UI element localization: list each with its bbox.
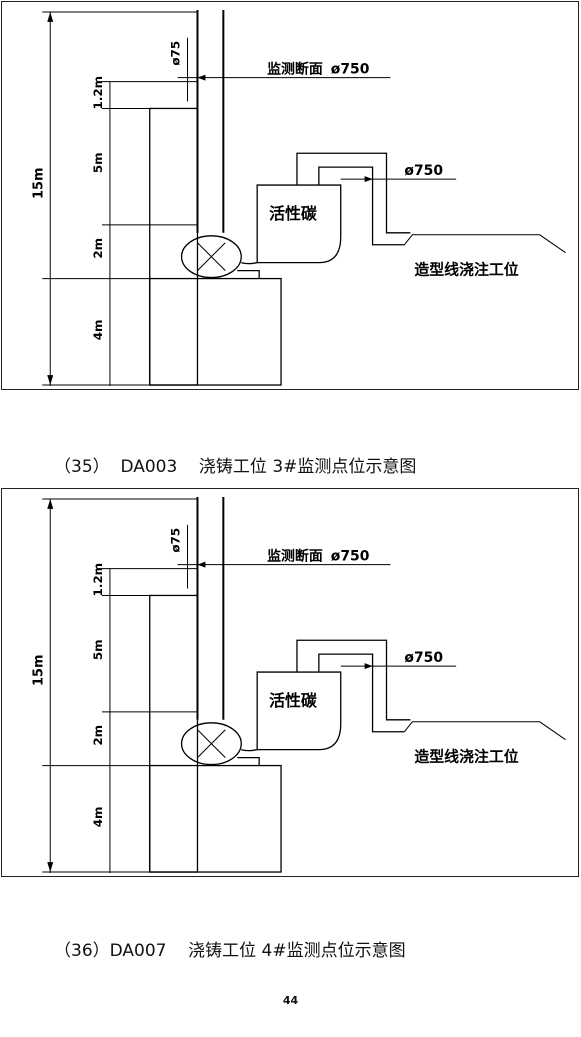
fan-icon bbox=[180, 235, 242, 279]
fan-icon bbox=[180, 722, 242, 766]
arrow-icon bbox=[364, 176, 373, 183]
activated-carbon-box bbox=[256, 671, 342, 751]
section-label: 监测断面 bbox=[267, 548, 323, 565]
fan-cross bbox=[197, 729, 226, 758]
dim-d4: 4m bbox=[91, 320, 105, 341]
foundation-block bbox=[149, 277, 282, 386]
fan-outlet-duct bbox=[237, 269, 260, 279]
figure-caption-2: （36）DA007 浇铸工位 4#监测点位示意图 bbox=[54, 941, 406, 961]
wall-column bbox=[149, 594, 199, 873]
arrow-icon bbox=[47, 498, 54, 509]
section-diameter-label: ø750 bbox=[331, 549, 370, 565]
section-label: 监测断面 bbox=[267, 61, 323, 78]
station-label: 造型线浇注工位 bbox=[414, 261, 518, 279]
dim-d2: 5m bbox=[91, 639, 105, 660]
ground-line bbox=[404, 234, 566, 254]
dim-d4: 4m bbox=[91, 807, 105, 828]
arrow-icon bbox=[197, 74, 206, 81]
outlet-duct-outer bbox=[296, 639, 411, 721]
dim-d3: 2m bbox=[91, 238, 105, 259]
fan-cross bbox=[197, 242, 226, 271]
dim-d1: 1.2m bbox=[91, 563, 105, 597]
dim-d2: 5m bbox=[91, 152, 105, 173]
carbon-label: 活性碳 bbox=[269, 204, 318, 223]
arrow-icon bbox=[47, 862, 54, 873]
probe-diameter-label: ø75 bbox=[169, 528, 183, 553]
wall-column bbox=[149, 107, 199, 386]
probe-diameter-label: ø75 bbox=[169, 41, 183, 66]
monitoring-diagram-2: 15m 1.2m 5m 2m 4m ø75 监测断面 ø750 活性碳 ø750… bbox=[1, 488, 579, 877]
carbon-label: 活性碳 bbox=[269, 691, 318, 710]
outlet-diameter-label: ø750 bbox=[404, 650, 443, 666]
outlet-diameter-label: ø750 bbox=[404, 163, 443, 179]
section-diameter-label: ø750 bbox=[331, 62, 370, 78]
ground-line bbox=[404, 721, 566, 741]
diagram-drawing: 15m 1.2m 5m 2m 4m ø75 监测断面 ø750 活性碳 ø7 bbox=[31, 9, 566, 387]
dim-d3: 2m bbox=[91, 725, 105, 746]
arrow-icon bbox=[364, 663, 373, 670]
fan-outlet-duct bbox=[237, 756, 260, 766]
outlet-duct-inner bbox=[318, 166, 405, 246]
monitoring-diagram-1: 15m 1.2m 5m 2m 4m ø75 监测断面 ø750 活性碳 ø7 bbox=[1, 1, 579, 390]
dim-total: 15m bbox=[31, 655, 46, 686]
outlet-duct-outer bbox=[296, 152, 411, 234]
fan-connector bbox=[241, 749, 258, 752]
page-number: 44 bbox=[282, 994, 299, 1007]
foundation-block bbox=[149, 764, 282, 873]
arrow-icon bbox=[197, 561, 206, 568]
arrow-icon bbox=[47, 375, 54, 386]
arrow-icon bbox=[47, 11, 54, 22]
activated-carbon-box bbox=[256, 184, 342, 264]
station-label: 造型线浇注工位 bbox=[414, 748, 518, 766]
figure-caption-1: （35） DA003 浇铸工位 3#监测点位示意图 bbox=[54, 457, 417, 477]
outlet-duct-inner bbox=[318, 653, 405, 733]
dim-d1: 1.2m bbox=[91, 76, 105, 110]
dim-total: 15m bbox=[31, 168, 46, 199]
fan-connector bbox=[241, 262, 258, 265]
diagram-drawing: 15m 1.2m 5m 2m 4m ø75 监测断面 ø750 活性碳 ø750… bbox=[31, 496, 566, 874]
